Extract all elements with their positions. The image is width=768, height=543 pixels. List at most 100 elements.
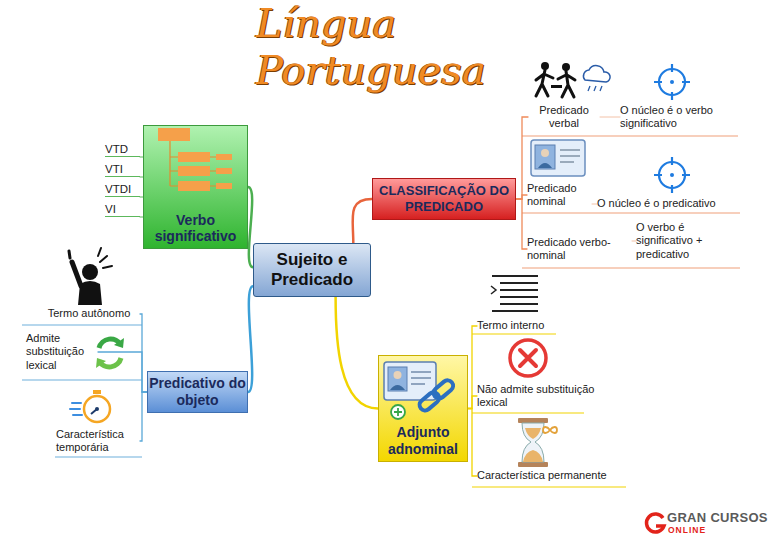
logo-g-icon — [647, 514, 664, 532]
refresh-icon-part — [96, 358, 106, 368]
target-icon-part — [654, 64, 690, 100]
text-lines-icon-part — [491, 286, 496, 294]
id-card-icon-part — [560, 150, 580, 162]
branch-connector — [336, 297, 378, 409]
node-text: O núcleo é o verbo significativo — [620, 104, 732, 131]
topic-box: Predicativo do objeto — [147, 371, 248, 413]
logo-subtext: ONLINE — [668, 525, 706, 535]
node-text: CLASSIFICAÇÃO DO PREDICADO — [373, 183, 515, 215]
node-text: VTI — [105, 162, 140, 176]
stopwatch-icon-part — [95, 407, 99, 411]
stopwatch-icon-part — [93, 390, 101, 394]
alert-person-icon-part — [69, 251, 70, 258]
people-icon-part — [536, 70, 553, 96]
node-text: VTD — [105, 142, 140, 156]
id-card-icon-part — [535, 145, 555, 169]
node-text: Sujeito e Predicado — [254, 250, 370, 290]
branch-connector — [140, 314, 147, 392]
topic-box: CLASSIFICAÇÃO DO PREDICADO — [372, 178, 516, 220]
stopwatch-icon-part — [70, 403, 82, 415]
node-text: Característica temporária — [56, 428, 140, 455]
hourglass-icon-part — [522, 423, 544, 462]
stopwatch-icon — [70, 390, 110, 422]
diagram-title: Língua Portuguesa — [256, 0, 506, 94]
leaf-item: Característica permanente — [477, 468, 627, 484]
leaf-item: Admite substituição lexical — [26, 328, 98, 376]
leaf-item: Não admite substituição lexical — [477, 381, 595, 411]
node-text: Verbo significativo — [144, 212, 247, 244]
node-text: Predicativo do objeto — [148, 375, 247, 409]
people-icon-part — [562, 63, 570, 71]
leaf-item: Termo autônomo — [38, 306, 140, 322]
branch-connector — [516, 117, 528, 199]
branch-connector — [600, 117, 620, 118]
adjunct-frame — [472, 334, 626, 487]
people-icon-part — [541, 62, 549, 70]
refresh-icon-part — [99, 358, 121, 367]
branch-connector — [353, 199, 372, 243]
node-text: Adjunto adnominal — [379, 424, 467, 458]
hourglass-icon-part — [518, 462, 548, 467]
id-card-icon-part — [541, 149, 549, 157]
node-text: Predicado verbal — [528, 104, 600, 131]
target-icon — [654, 64, 690, 100]
text-lines-icon — [491, 276, 538, 311]
target-icon-part — [659, 69, 685, 95]
hourglass-icon — [518, 418, 557, 467]
people-icon-part — [588, 86, 602, 91]
branch-connector — [592, 204, 597, 205]
hourglass-icon-part — [523, 428, 543, 462]
logo-text: GRAN CURSOS — [667, 510, 768, 525]
node-text: Termo interno — [477, 319, 562, 333]
predicative-frame — [22, 325, 142, 457]
leaf-item: Predicado verbal — [528, 102, 600, 132]
people-icon-part — [558, 71, 575, 97]
node-text: Não admite substituição lexical — [477, 383, 595, 410]
leaf-item: Predicado verbo-nominal — [527, 232, 632, 266]
refresh-icon-part — [99, 339, 121, 348]
branch-connector — [468, 409, 477, 477]
target-icon-part — [670, 173, 674, 177]
central-topic: Sujeito e Predicado — [253, 243, 371, 297]
branch-connector — [516, 195, 527, 199]
leaf-item: VTD — [105, 141, 140, 157]
branch-connector — [468, 326, 477, 409]
leaf-item: VI — [105, 201, 140, 217]
node-text: O núcleo é o predicativo — [597, 197, 742, 211]
cross-icon — [510, 340, 546, 376]
cross-icon-part — [520, 350, 536, 366]
alert-person-icon-part — [98, 248, 112, 268]
node-text: VI — [105, 202, 140, 216]
people-icon-part — [551, 85, 562, 88]
branch-connector — [248, 286, 253, 392]
node-text: O verbo é significativo + predicativo — [636, 221, 728, 262]
adjunct-frame-part — [472, 334, 626, 487]
node-text: Admite substituição lexical — [26, 332, 98, 373]
predicative-frame-part — [22, 325, 142, 457]
branch-connector — [98, 352, 147, 392]
branch-connector — [516, 199, 527, 249]
leaf-note: O núcleo é o verbo significativo — [620, 102, 732, 132]
branch-connector — [468, 396, 477, 409]
node-text: VTDI — [105, 182, 140, 196]
node-text: Característica permanente — [477, 469, 627, 483]
target-icon-part — [654, 157, 690, 193]
node-text: Termo autônomo — [38, 307, 140, 321]
alert-person-icon-part — [82, 264, 98, 280]
id-card-icon-part — [538, 163, 552, 168]
leaf-item: Característica temporária — [56, 426, 140, 456]
alert-person-icon-part — [78, 281, 102, 305]
branch-connector — [140, 392, 147, 441]
topic-box: Verbo significativo — [143, 125, 248, 249]
cross-icon-part — [510, 340, 546, 376]
node-text: Predicado nominal — [527, 182, 592, 209]
leaf-item: Termo interno — [477, 318, 562, 334]
alert-person-icon-part — [72, 262, 81, 286]
target-icon-part — [659, 162, 685, 188]
stopwatch-icon-part — [84, 396, 110, 422]
people-icon — [536, 62, 610, 97]
node-text: Predicado verbo-nominal — [527, 236, 632, 263]
logo-g-icon-part — [647, 514, 664, 532]
